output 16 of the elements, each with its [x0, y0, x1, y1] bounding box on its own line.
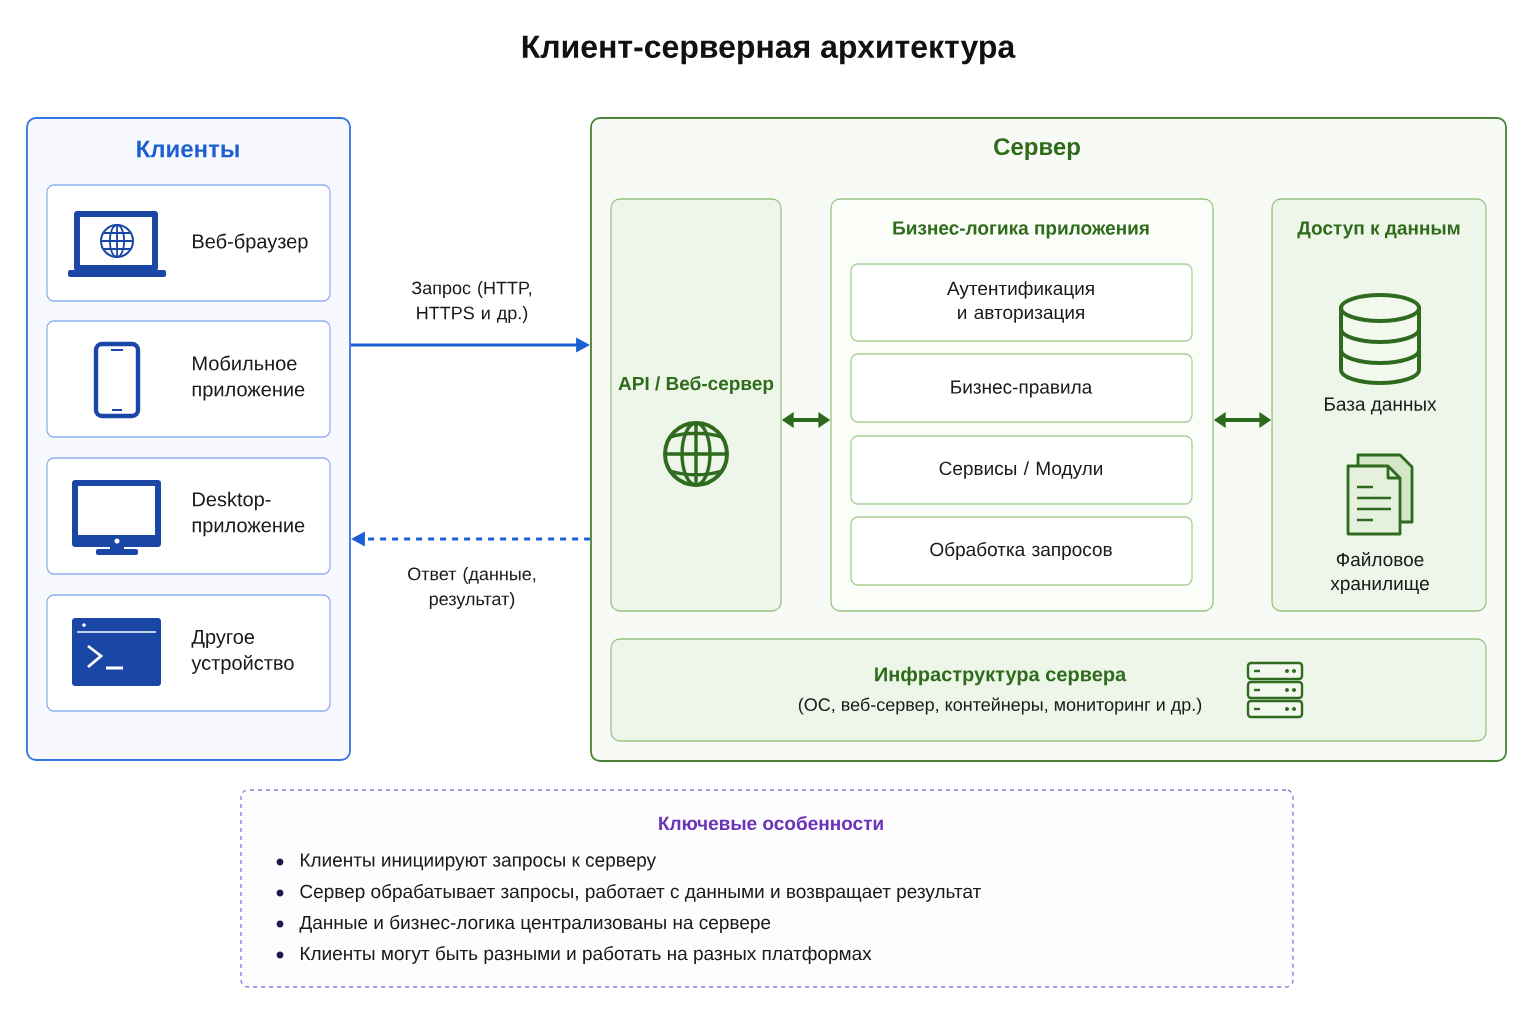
icon-caption: Файловое хранилище — [1330, 551, 1429, 595]
icon-caption: База данных — [1325, 397, 1437, 415]
description-text: (ОС, веб-сервер, контейнеры, мониторинг и др.) — [798, 697, 1202, 715]
module-box: Обработка запросов — [850, 516, 1193, 586]
list-item: Клиенты могут быть разными и работать на разных платформах — [301, 946, 872, 964]
edge-label: Ответ (данные, результат) — [408, 567, 536, 609]
edge-label: Запрос (HTTP, HTTPS и др.) — [411, 281, 532, 323]
title: Клиент-серверная архитектура — [522, 35, 1016, 65]
module-box: Аутентификация и авторизация — [850, 263, 1193, 342]
module-box: Сервисы / Модули — [850, 435, 1193, 505]
api-panel: API / Веб-сервер — [610, 198, 782, 612]
list-item: Клиенты инициируют запросы к серверу — [301, 853, 657, 871]
client-card: Мобильное приложение — [46, 320, 331, 438]
list-item: Сервер обрабатывает запросы, работает с данными и возвращает результат — [300, 884, 981, 902]
list-item: Данные и бизнес-логика централизованы на сервере — [299, 915, 771, 933]
module-box: Бизнес-правила — [850, 353, 1193, 423]
